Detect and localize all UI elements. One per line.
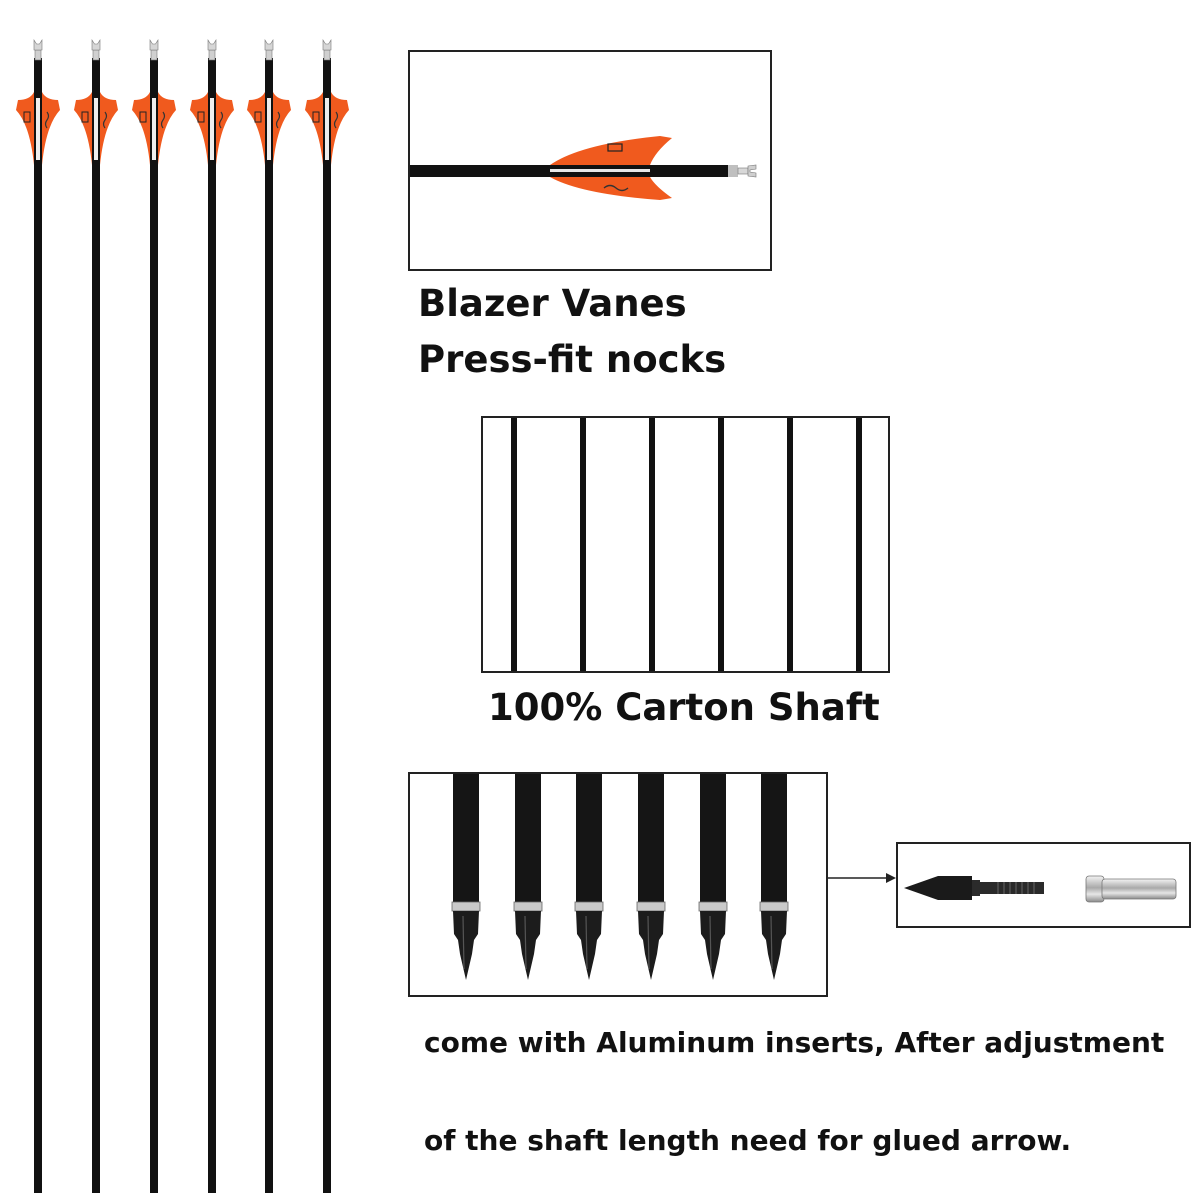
- arrow-tip: [636, 774, 666, 980]
- point-insert-illustration: [904, 875, 1177, 903]
- press-fit-nock-icon: [322, 38, 332, 61]
- vane-base-strip: [550, 169, 650, 172]
- press-fit-nock-icon: [737, 164, 757, 178]
- press-fit-nock-icon: [149, 38, 159, 61]
- arrow-shaft: [208, 58, 216, 1193]
- arrow-shaft: [34, 58, 42, 1193]
- vane-closeup-panel: [408, 50, 772, 271]
- arrow: [16, 38, 60, 1193]
- inserts-caption-line2: of the shaft length need for glued arrow…: [424, 1124, 1072, 1157]
- arrow-tip: [574, 774, 604, 980]
- blazer-vane-icon: [305, 92, 349, 165]
- shaft-line: [856, 418, 862, 671]
- arrow-shaft: [92, 58, 100, 1193]
- vane-logo-mark: [607, 143, 623, 152]
- shaft-line: [649, 418, 655, 671]
- blazer-vane-icon: [74, 92, 118, 165]
- arrow-tip: [513, 774, 543, 980]
- arrow-shaft: [638, 774, 664, 902]
- arrow-shaft: [515, 774, 541, 902]
- arrow-tip: [759, 774, 789, 980]
- arrow-shaft: [150, 58, 158, 1193]
- nock-collar: [728, 165, 738, 177]
- shaft-illustration: [511, 418, 862, 671]
- arrow-set: [16, 38, 349, 1193]
- blazer-vane-icon: [16, 92, 60, 165]
- arrow-shaft: [576, 774, 602, 902]
- field-point-icon: [451, 901, 481, 980]
- arrow-shaft: [453, 774, 479, 902]
- arrow-shaft: [265, 58, 273, 1193]
- shaft-line: [580, 418, 586, 671]
- shaft-panel: [481, 416, 890, 673]
- shaft-line: [787, 418, 793, 671]
- blazer-vane-icon: [550, 177, 672, 200]
- shaft-line: [718, 418, 724, 671]
- field-point-icon: [759, 901, 789, 980]
- arrow: [132, 38, 176, 1193]
- field-point-icon: [636, 901, 666, 980]
- arrow: [247, 38, 291, 1193]
- vane-closeup-illustration: [410, 136, 757, 200]
- press-fit-nock-icon: [33, 38, 43, 61]
- vanes-caption: Blazer Vanes: [418, 282, 687, 325]
- pointer-arrow: [828, 873, 896, 883]
- inserts-caption-line1: come with Aluminum inserts, After adjust…: [424, 1026, 1165, 1059]
- arrow: [190, 38, 234, 1193]
- shaft-caption: 100% Carton Shaft: [488, 686, 880, 729]
- point-insert-panel: [896, 842, 1191, 928]
- points-panel: [408, 772, 828, 997]
- arrow: [74, 38, 118, 1193]
- aluminum-insert-icon: [1085, 875, 1177, 903]
- arrow-tips-illustration: [451, 774, 789, 980]
- nocks-caption: Press-fit nocks: [418, 338, 727, 381]
- shaft-line: [511, 418, 517, 671]
- field-point-icon: [698, 901, 728, 980]
- blazer-vane-icon: [132, 92, 176, 165]
- field-point-icon: [574, 901, 604, 980]
- arrow-shaft: [700, 774, 726, 902]
- blazer-vane-icon: [247, 92, 291, 165]
- arrow-tip: [451, 774, 481, 980]
- press-fit-nock-icon: [91, 38, 101, 61]
- field-point-icon: [513, 901, 543, 980]
- vane-logo-mark: [603, 184, 629, 192]
- press-fit-nock-icon: [207, 38, 217, 61]
- arrow: [305, 38, 349, 1193]
- arrow-tip: [698, 774, 728, 980]
- arrow-shaft: [761, 774, 787, 902]
- field-point-icon: [904, 876, 1044, 900]
- arrow-shaft: [323, 58, 331, 1193]
- blazer-vane-icon: [190, 92, 234, 165]
- press-fit-nock-icon: [264, 38, 274, 61]
